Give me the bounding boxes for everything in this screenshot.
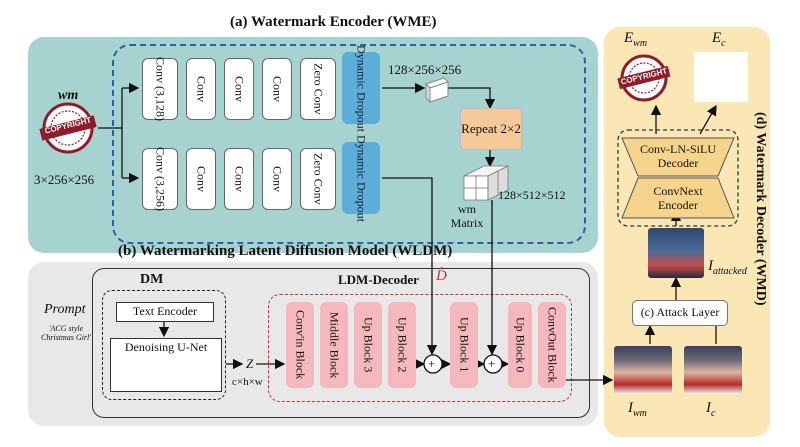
clean-image: [684, 346, 742, 394]
dm-label: DM: [140, 272, 164, 287]
wme-top-conv-4: Conv: [262, 58, 292, 120]
wme-bottom-conv-3: Conv: [224, 148, 254, 210]
repeat-block: Repeat 2×2: [460, 108, 522, 150]
plus-2: +: [488, 356, 496, 371]
tensor-cube-icon: [425, 77, 449, 104]
add-node-2: [483, 354, 503, 374]
wme-bottom-conv-2: Conv: [186, 148, 216, 210]
wm-matrix-icon: [463, 165, 509, 201]
wme-bottom-dynamic-dropout: Dynamic Dropout: [342, 135, 380, 222]
prompt-text: 'ACG style Christmas Girl': [41, 324, 91, 342]
copyright-stamp-icon: [39, 102, 97, 154]
ldm-decoder-symbol: D̂: [436, 268, 447, 284]
wm-matrix-label: wm Matrix: [450, 202, 484, 230]
copyright-stamp-output-icon: [617, 54, 671, 102]
wm-input-label: wm: [58, 88, 79, 103]
wm-input-dim: 3×256×256: [34, 172, 95, 187]
denoising-unet: Denoising U-Net: [110, 338, 222, 392]
ldm-decoder-title: LDM-Decoder: [338, 272, 419, 287]
i-attacked-label: Iattacked: [708, 258, 747, 277]
block-convin: Conv'in Block: [286, 302, 314, 388]
wmd-title: (d) Watermark Decoder (WMD): [753, 112, 768, 306]
matrix-dim: 128×512×512: [498, 188, 566, 202]
wme-top-conv-2: Conv: [186, 58, 216, 120]
add-node-1: [423, 354, 443, 374]
e-c-label: Ec: [712, 30, 726, 49]
block-convout: ConvOut Block: [538, 302, 566, 388]
conv-ln-silu-decoder: Conv-LN-SiLU Decoder: [640, 142, 716, 170]
convnext-encoder: ConvNext Encoder: [653, 184, 703, 212]
wldm-inner-frame: [92, 268, 590, 418]
wme-inner-frame: [112, 44, 586, 244]
top-tensor-dim: 128×256×256: [388, 62, 462, 77]
z-dim: c×h×w: [232, 376, 263, 388]
attacked-image: [648, 228, 704, 278]
i-wm-label: Iwm: [628, 400, 647, 419]
dm-frame: [102, 290, 226, 400]
wme-top-conv-1: Conv (3,128): [142, 57, 178, 121]
wmd-network-shape: [617, 129, 739, 227]
wldm-title: (b) Watermarking Latent Diffusion Model …: [118, 243, 453, 259]
wme-bottom-zero-conv: Zero Conv: [300, 148, 336, 210]
wme-top-zero-conv: Zero Conv: [300, 58, 336, 120]
block-up-2: Up Block 2: [388, 302, 416, 388]
block-middle: Middle Block: [320, 302, 348, 388]
plus-1: +: [428, 356, 436, 371]
block-up-3: Up Block 3: [354, 302, 382, 388]
e-c-image: [694, 52, 748, 102]
attack-layer: (c) Attack Layer: [632, 300, 728, 326]
i-c-label: Ic: [706, 400, 716, 419]
z-label: Z: [246, 356, 254, 371]
block-up-0: Up Block 0: [508, 302, 532, 388]
ldm-decoder-frame: [268, 294, 572, 402]
wme-title: (a) Watermark Encoder (WME): [230, 14, 437, 30]
wme-bottom-conv-1: Conv (3,256): [142, 147, 178, 211]
prompt-label: Prompt: [44, 302, 86, 317]
wme-bottom-conv-4: Conv: [262, 148, 292, 210]
wme-top-conv-3: Conv: [224, 58, 254, 120]
watermarked-image: [614, 346, 672, 394]
wme-top-dynamic-dropout: Dynamic Dropout: [342, 45, 380, 132]
block-up-1: Up Block 1: [450, 302, 478, 388]
e-wm-label: Ewm: [624, 30, 648, 49]
text-encoder: Text Encoder: [116, 302, 214, 322]
